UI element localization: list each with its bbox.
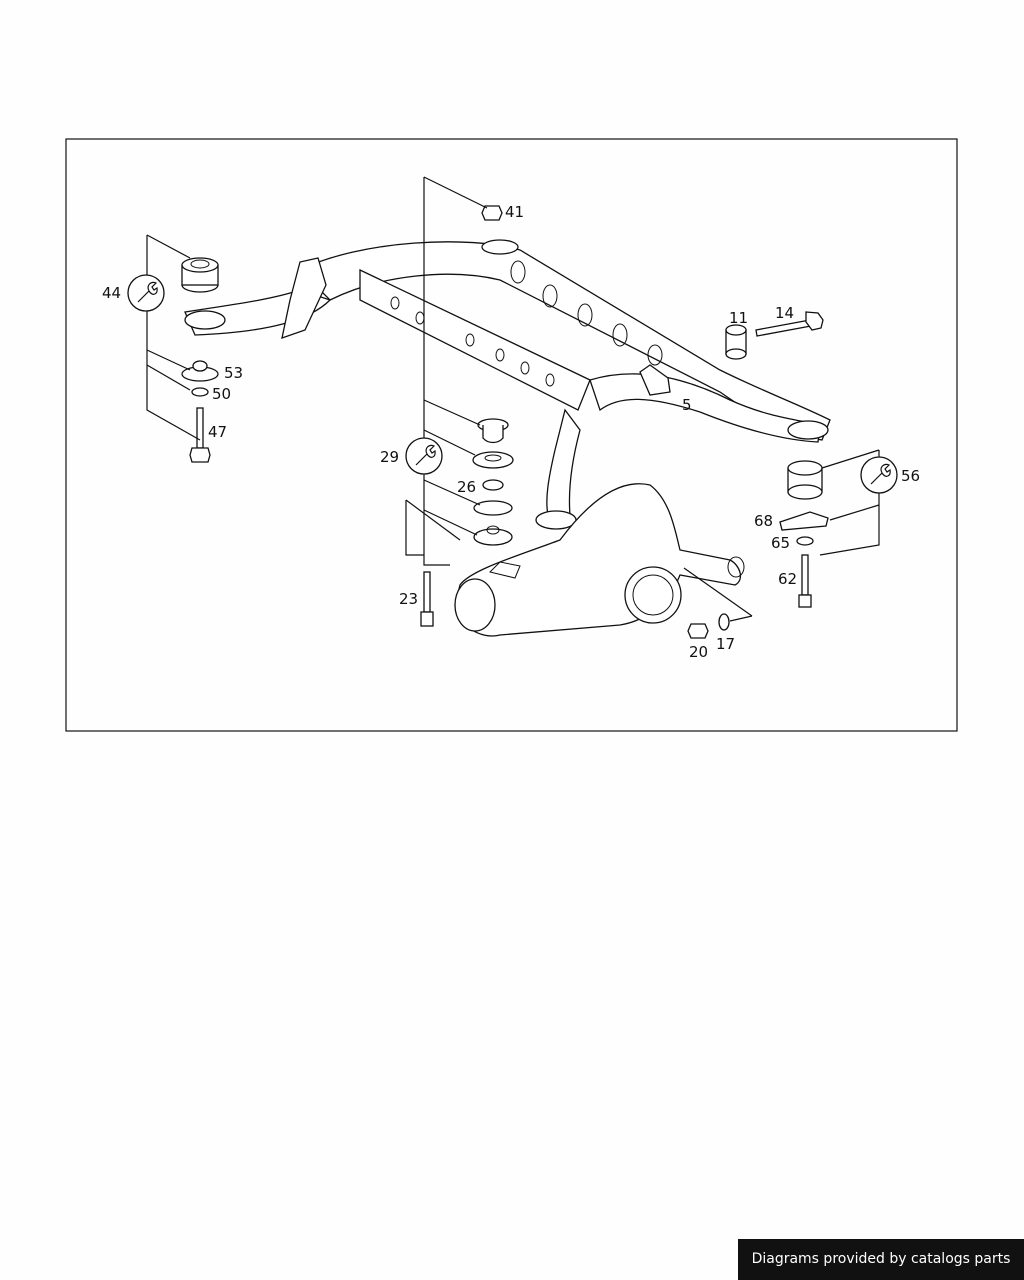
bushing-44: [181, 257, 219, 293]
callout-41: 41: [505, 203, 524, 221]
bolt-47: [189, 407, 211, 463]
bolt-14: [755, 311, 824, 337]
callout-11: 11: [729, 309, 748, 327]
sleeve-11: [725, 324, 747, 360]
callout-62: 62: [778, 570, 797, 588]
credit-banner: Diagrams provided by catalogs parts: [738, 1239, 1024, 1280]
bolt-23: [420, 571, 434, 627]
callout-17: 17: [716, 635, 735, 653]
callout-50: 50: [212, 385, 231, 403]
subframe-crossmember: [184, 239, 831, 530]
callout-23: 23: [399, 590, 418, 608]
washer-26: [473, 479, 513, 546]
wrench-icon: [127, 274, 165, 312]
plate-68: [779, 511, 829, 531]
nut-20: [687, 623, 709, 639]
callout-53: 53: [224, 364, 243, 382]
callout-20: 20: [689, 643, 708, 661]
washer-65: [796, 536, 814, 546]
wrench-icon: [860, 456, 898, 494]
mount-29: [472, 418, 514, 469]
callout-5: 5: [682, 396, 692, 414]
callout-68: 68: [754, 512, 773, 530]
washer-17: [718, 613, 730, 631]
washer-50: [191, 387, 209, 397]
mount-53: [181, 360, 219, 382]
bolt-62: [798, 554, 812, 608]
callout-29: 29: [380, 448, 399, 466]
callout-65: 65: [771, 534, 790, 552]
callout-56: 56: [901, 467, 920, 485]
callout-14: 14: [775, 304, 794, 322]
diagram-frame: [65, 138, 958, 732]
nut-41: [481, 205, 503, 221]
differential-housing: [454, 483, 745, 637]
bushing-56: [787, 460, 823, 500]
callout-26: 26: [457, 478, 476, 496]
wrench-icon: [405, 437, 443, 475]
callout-44: 44: [102, 284, 121, 302]
callout-47: 47: [208, 423, 227, 441]
